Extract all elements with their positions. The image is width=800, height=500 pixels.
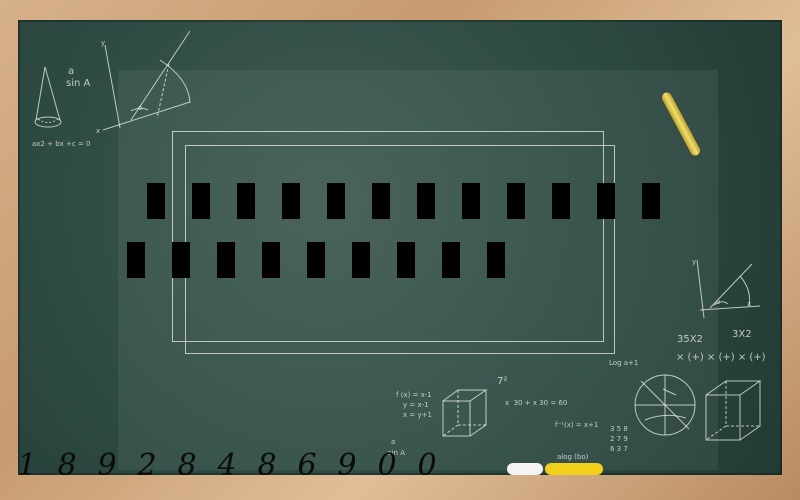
formula-top-left-a: a xyxy=(68,66,75,77)
number-11: 0 xyxy=(417,448,437,483)
white-chalk-tray-item xyxy=(507,463,543,475)
number-2: 8 xyxy=(57,448,77,483)
formula-right-axis-y: y xyxy=(692,258,697,266)
number-6: 4 xyxy=(217,448,237,483)
number-3: 9 xyxy=(97,448,117,483)
formula-bottom-a: a xyxy=(391,438,396,446)
formula-top-left-axis-y: y xyxy=(101,39,106,47)
formula-bottom-power: 7² xyxy=(497,376,508,387)
number-4: 2 xyxy=(137,448,157,483)
formula-top-left-sinA: sin A xyxy=(66,78,91,89)
formula-right-35x2: 35X2 xyxy=(677,334,703,345)
formula-bottom-log: alog (bo) xyxy=(557,453,589,461)
formula-right-o: o xyxy=(716,298,721,306)
formula-bottom-matrix-2: 2 7 9 xyxy=(610,435,628,443)
formula-bottom-eq-sum: x 30 + x 30 = 60 xyxy=(505,399,568,407)
formula-top-left-o: o xyxy=(138,104,143,112)
number-7: 8 xyxy=(257,448,277,483)
formula-bottom-sinA: sin A xyxy=(388,449,406,457)
chalk-rectangle-outer xyxy=(172,131,604,342)
number-9: 9 xyxy=(337,448,357,483)
formula-top-left-axis-x: x xyxy=(96,127,101,135)
formula-right-3x2: 3X2 xyxy=(732,329,752,340)
formula-bottom-matrix-1: 3 5 8 xyxy=(610,425,628,433)
yellow-chalk-tray-item xyxy=(545,463,603,475)
bottom-number-sequence: 1 8 9 2 8 4 8 6 9 0 0 xyxy=(16,448,438,483)
formula-bottom-fx-1: f (x) = x-1 xyxy=(396,391,432,399)
formula-top-left-eq: ax2 + bx +c = 0 xyxy=(32,140,91,148)
formula-bottom-fx-3: x = y+1 xyxy=(403,411,432,419)
formula-bottom-matrix-3: 6 3 7 xyxy=(610,445,628,453)
formula-right-axis-x: x xyxy=(747,300,752,308)
formula-right-symbols: × (+) × (+) × (+) xyxy=(676,352,766,363)
formula-bottom-finv: f⁻¹(x) = x+1 xyxy=(555,421,599,429)
number-8: 6 xyxy=(297,448,317,483)
number-1: 1 xyxy=(17,448,37,483)
number-5: 8 xyxy=(177,448,197,483)
formula-right-log: Log a+1 xyxy=(609,359,639,367)
formula-bottom-fx-2: y = x-1 xyxy=(403,401,429,409)
number-10: 0 xyxy=(377,448,397,483)
